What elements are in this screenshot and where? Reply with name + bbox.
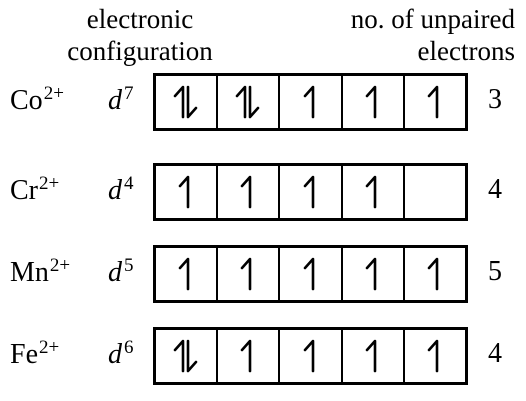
header-right-line1: no. of unpaired — [350, 4, 515, 34]
unpaired-electron-icon — [303, 85, 314, 119]
spin-up-arrow — [240, 339, 252, 373]
orbital-box-up — [405, 330, 465, 382]
orbital-box-up — [343, 76, 405, 128]
unpaired-electron-icon — [178, 257, 190, 291]
paired-electrons-icon — [173, 339, 198, 373]
spin-down-arrow — [186, 85, 198, 119]
unpaired-electron-icon — [365, 339, 377, 373]
spin-up-arrow — [303, 175, 314, 209]
spin-up-arrow — [178, 175, 190, 209]
header-left-line2: configuration — [67, 36, 213, 67]
orbital-box-up — [280, 330, 343, 382]
unpaired-electron-icon — [365, 85, 377, 119]
unpaired-electron-icon — [240, 257, 252, 291]
orbital-box-up — [280, 76, 343, 128]
orbital-boxes — [153, 73, 468, 131]
spin-up-arrow — [240, 175, 252, 209]
header-left-line1: electronic — [86, 4, 194, 34]
paired-electrons-icon — [235, 85, 260, 119]
unpaired-electron-icon — [365, 175, 377, 209]
unpaired-electron-icon — [427, 339, 439, 373]
ion-label: Mn2+ — [10, 255, 71, 288]
spin-up-arrow — [427, 257, 439, 291]
orbital-box-up — [405, 248, 465, 300]
unpaired-electron-icon — [365, 257, 377, 291]
header-unpaired-electrons: no. of unpaired electrons — [325, 3, 515, 68]
header-electronic-configuration: electronic configuration — [55, 3, 225, 68]
unpaired-electron-icon — [303, 175, 314, 209]
unpaired-electron-icon — [427, 257, 439, 291]
unpaired-electron-icon — [427, 85, 439, 119]
header-right-line2: electrons — [417, 36, 515, 67]
unpaired-electron-icon — [303, 339, 314, 373]
spin-up-arrow — [303, 339, 314, 373]
orbital-box-empty — [405, 166, 465, 218]
orbital-box-up — [280, 248, 343, 300]
spin-up-arrow — [303, 85, 314, 119]
unpaired-electron-icon — [178, 175, 190, 209]
spin-up-arrow — [173, 339, 185, 373]
unpaired-count: 4 — [488, 338, 502, 369]
orbital-boxes — [153, 327, 468, 385]
orbital-box-paired — [156, 330, 219, 382]
orbital-box-paired — [156, 76, 219, 128]
orbital-box-up — [218, 166, 281, 218]
spin-down-arrow — [186, 339, 198, 373]
spin-up-arrow — [427, 339, 439, 373]
orbital-box-up — [343, 166, 405, 218]
orbital-box-up — [343, 248, 405, 300]
orbital-box-up — [218, 248, 281, 300]
ion-label: Co2+ — [10, 83, 64, 116]
spin-up-arrow — [365, 339, 377, 373]
spin-up-arrow — [365, 85, 377, 119]
orbital-box-up — [405, 76, 465, 128]
orbital-box-up — [156, 166, 219, 218]
orbital-boxes — [153, 163, 468, 221]
orbital-box-up — [218, 330, 281, 382]
unpaired-count: 4 — [488, 174, 502, 205]
spin-down-arrow — [248, 85, 260, 119]
unpaired-electron-icon — [240, 339, 252, 373]
orbital-box-up — [343, 330, 405, 382]
orbital-boxes — [153, 245, 468, 303]
spin-up-arrow — [365, 257, 377, 291]
paired-electrons-icon — [173, 85, 198, 119]
spin-up-arrow — [240, 257, 252, 291]
unpaired-count: 3 — [488, 84, 502, 115]
spin-up-arrow — [178, 257, 190, 291]
spin-up-arrow — [173, 85, 185, 119]
orbital-box-up — [280, 166, 343, 218]
unpaired-count: 5 — [488, 256, 502, 287]
orbital-box-paired — [218, 76, 281, 128]
ion-label: Cr2+ — [10, 173, 60, 206]
spin-up-arrow — [235, 85, 247, 119]
unpaired-electron-icon — [240, 175, 252, 209]
orbital-box-up — [156, 248, 219, 300]
ion-label: Fe2+ — [10, 337, 60, 370]
spin-up-arrow — [365, 175, 377, 209]
unpaired-electron-icon — [303, 257, 314, 291]
spin-up-arrow — [303, 257, 314, 291]
spin-up-arrow — [427, 85, 439, 119]
